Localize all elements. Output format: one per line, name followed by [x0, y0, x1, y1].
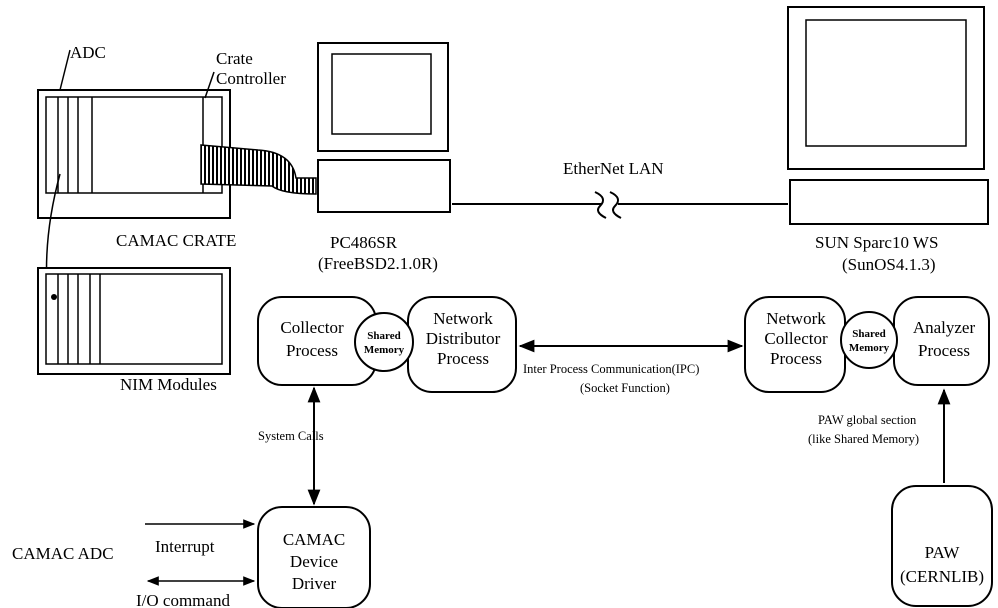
collector-process: Collector Process — [257, 296, 377, 386]
svg-text:Driver: Driver — [292, 574, 337, 593]
svg-text:Device: Device — [290, 552, 338, 571]
ribbon-cable — [200, 144, 317, 195]
paw-section-label: PAW global section — [818, 413, 917, 427]
svg-text:Network: Network — [766, 309, 826, 328]
ws-name-label: SUN Sparc10 WS — [815, 233, 938, 252]
sun-workstation — [787, 6, 989, 225]
ethernet-lan-label: EtherNet LAN — [563, 159, 664, 178]
svg-text:Network: Network — [433, 309, 493, 328]
crate-controller-label-1: Crate — [216, 49, 253, 68]
network-collector-process: Network Collector Process — [744, 296, 846, 393]
pc-os-label: (FreeBSD2.1.0R) — [318, 254, 438, 273]
analyzer-process: Analyzer Process — [893, 296, 990, 386]
svg-text:Distributor: Distributor — [426, 329, 501, 348]
ws-os-label: (SunOS4.1.3) — [842, 255, 936, 274]
shared-memory-left: Shared Memory — [354, 312, 414, 372]
nim-modules — [37, 267, 231, 375]
svg-text:Analyzer: Analyzer — [913, 318, 976, 337]
camac-adc-label: CAMAC ADC — [12, 544, 114, 563]
system-calls-label: System Calls — [258, 429, 324, 443]
ipc-label: Inter Process Communication(IPC) — [523, 362, 699, 376]
io-command-label: I/O command — [136, 591, 230, 608]
paw-section-sublabel: (like Shared Memory) — [808, 432, 919, 446]
camac-device-driver: CAMAC Device Driver — [257, 506, 371, 608]
camac-crate-label: CAMAC CRATE — [116, 231, 236, 250]
svg-text:Process: Process — [286, 341, 338, 360]
svg-text:Shared: Shared — [852, 328, 885, 340]
interrupt-label: Interrupt — [155, 537, 215, 556]
pc-name-label: PC486SR — [330, 233, 398, 252]
svg-text:Collector: Collector — [764, 329, 828, 348]
svg-text:Process: Process — [770, 349, 822, 368]
svg-text:Memory: Memory — [849, 342, 890, 354]
nim-modules-label: NIM Modules — [120, 375, 217, 394]
svg-text:Memory: Memory — [364, 344, 405, 356]
paw-process: PAW (CERNLIB) — [891, 485, 993, 607]
svg-text:Process: Process — [437, 349, 489, 368]
pc-computer — [317, 42, 451, 213]
adc-pointer — [59, 49, 71, 91]
crate-controller-label-2: Controller — [216, 69, 286, 88]
svg-text:Shared: Shared — [367, 330, 400, 342]
svg-text:(CERNLIB): (CERNLIB) — [900, 567, 984, 586]
svg-text:Process: Process — [918, 341, 970, 360]
camac-crate — [37, 89, 231, 219]
shared-memory-right: Shared Memory — [840, 311, 898, 369]
ipc-sublabel: (Socket Function) — [580, 381, 670, 395]
adc-label: ADC — [70, 43, 106, 62]
network-distributor-process: Network Distributor Process — [407, 296, 517, 393]
svg-text:CAMAC: CAMAC — [283, 530, 345, 549]
svg-text:Collector: Collector — [280, 318, 344, 337]
svg-text:PAW: PAW — [925, 543, 961, 562]
ethernet-lan — [452, 191, 788, 219]
